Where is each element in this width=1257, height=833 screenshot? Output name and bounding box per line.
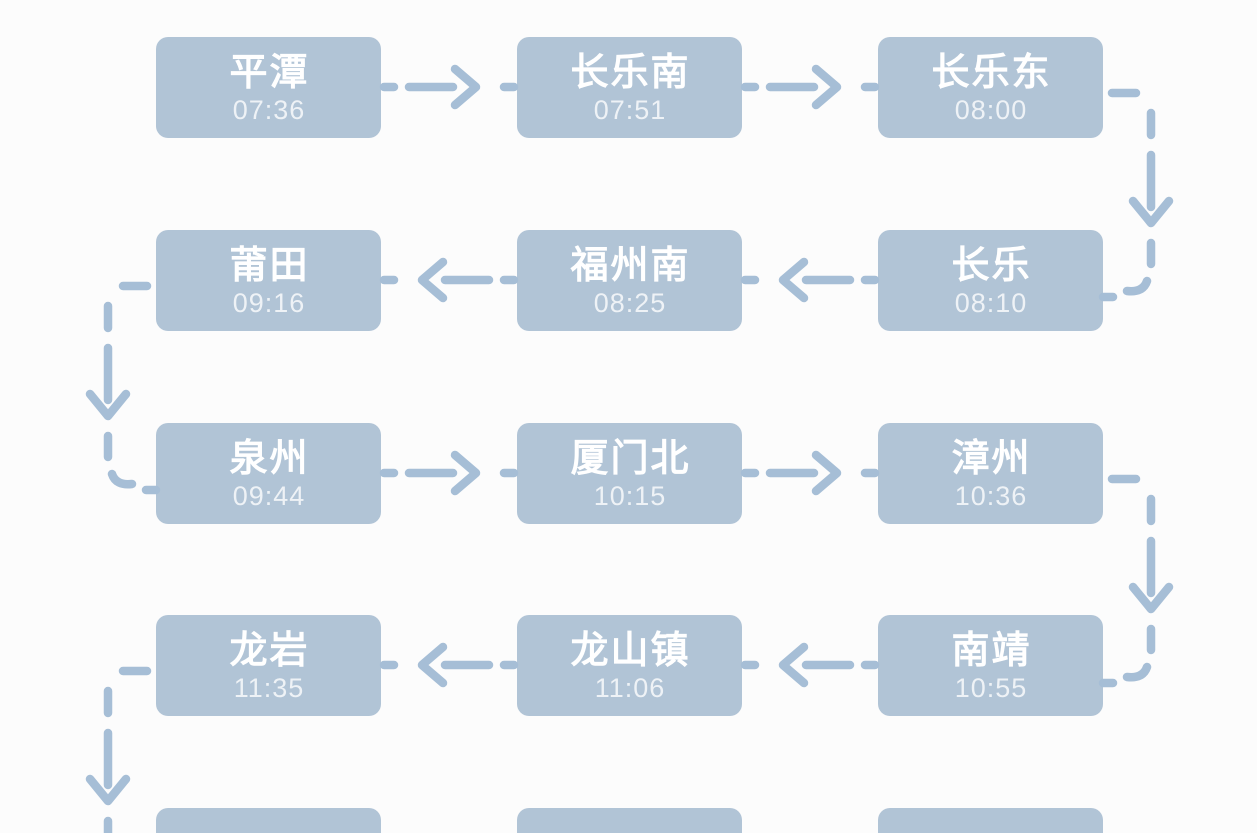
station-name: 龙岩 <box>229 630 310 672</box>
station-name: 长乐 <box>951 245 1032 287</box>
station-card-changle-nan: 长乐南 07:51 <box>517 37 742 138</box>
departure-time: 10:55 <box>954 673 1028 703</box>
arrow-left-icon <box>379 642 519 688</box>
arrow-down-connector <box>85 281 161 495</box>
arrow-right-icon <box>379 64 519 110</box>
station-name: 平潭 <box>229 52 310 94</box>
station-card-changle: 长乐 08:10 <box>878 230 1103 331</box>
station-card-putian: 莆田 09:16 <box>156 230 381 331</box>
departure-time: 07:36 <box>232 95 306 125</box>
station-card-xiamen-bei: 厦门北 10:15 <box>517 423 742 524</box>
station-card-ganzhou: 赣州 <box>878 808 1103 833</box>
departure-time: 10:15 <box>593 481 667 511</box>
station-name: 莆田 <box>229 245 310 287</box>
station-name: 泉州 <box>229 438 310 480</box>
arrow-down-connector <box>85 666 152 833</box>
departure-time: 10:36 <box>954 481 1028 511</box>
arrow-right-icon <box>740 64 880 110</box>
station-name: 长乐南 <box>570 52 691 94</box>
departure-time: 08:25 <box>593 288 667 318</box>
departure-time: 08:00 <box>954 95 1028 125</box>
station-card-pingtan: 平潭 07:36 <box>156 37 381 138</box>
arrow-down-connector <box>1098 474 1174 688</box>
departure-time: 09:16 <box>232 288 306 318</box>
station-card-changle-dong: 长乐东 08:00 <box>878 37 1103 138</box>
station-name: 龙山镇 <box>570 630 691 672</box>
station-card-ruijin: 瑞金 <box>156 808 381 833</box>
station-name: 南靖 <box>951 630 1032 672</box>
arrow-left-icon <box>740 642 880 688</box>
station-card-fuzhou-nan: 福州南 08:25 <box>517 230 742 331</box>
station-card-zhangzhou: 漳州 10:36 <box>878 423 1103 524</box>
departure-time: 11:35 <box>233 673 305 703</box>
station-card-longshan-zhen: 龙山镇 11:06 <box>517 615 742 716</box>
arrow-left-icon <box>379 257 519 303</box>
station-card-longyan: 龙岩 11:35 <box>156 615 381 716</box>
departure-time: 08:10 <box>954 288 1028 318</box>
station-name: 福州南 <box>570 245 691 287</box>
departure-time: 07:51 <box>593 95 667 125</box>
arrow-right-icon <box>379 450 519 496</box>
station-card-yudu: 于都 <box>517 808 742 833</box>
departure-time: 09:44 <box>232 481 306 511</box>
arrow-down-connector <box>1098 88 1174 302</box>
station-name: 厦门北 <box>570 438 691 480</box>
station-name: 漳州 <box>951 438 1032 480</box>
arrow-right-icon <box>740 450 880 496</box>
station-card-nanjing: 南靖 10:55 <box>878 615 1103 716</box>
station-name: 长乐东 <box>931 52 1052 94</box>
departure-time: 11:06 <box>594 673 666 703</box>
arrow-left-icon <box>740 257 880 303</box>
station-card-quanzhou: 泉州 09:44 <box>156 423 381 524</box>
